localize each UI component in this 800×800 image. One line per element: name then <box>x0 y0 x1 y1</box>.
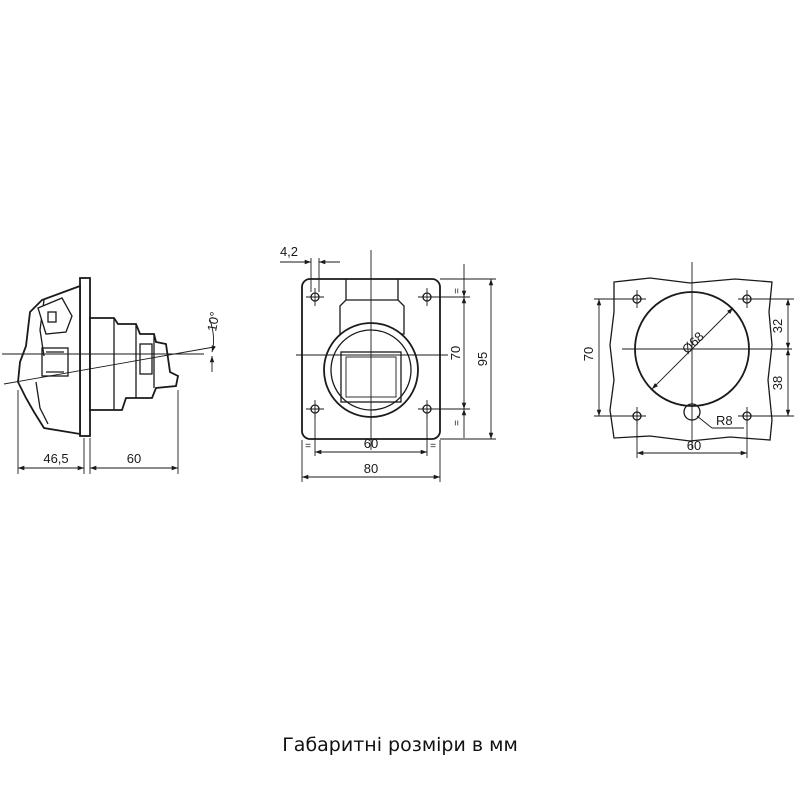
side-dim-front-depth: 46,5 <box>43 451 68 466</box>
side-dim-rear-depth: 60 <box>127 451 141 466</box>
front-dim-hole: 4,2 <box>280 244 298 259</box>
side-rear-body <box>89 317 180 411</box>
front-equal-mark-rt: = <box>452 288 463 294</box>
cutout-notch <box>683 403 701 421</box>
front-dim-width: 80 <box>364 461 378 476</box>
front-dim-hole-spacing-h: 60 <box>364 436 378 451</box>
front-equal-mark-bl: = <box>305 441 311 452</box>
caption: Габаритні розміри в мм <box>282 734 518 756</box>
front-dim-hole-spacing-v: 70 <box>448 346 463 360</box>
side-mounting-plate <box>79 277 91 437</box>
cutout-dim-radius: R8 <box>716 413 733 428</box>
front-dim-height: 95 <box>475 352 490 366</box>
cutout-view: R8 Ø68 70 32 38 60 <box>581 262 794 458</box>
cutout-dim-hole-spacing-h: 60 <box>687 438 701 453</box>
side-hinge-latch <box>37 297 73 335</box>
cutout-dim-hole-spacing-v: 70 <box>581 347 596 361</box>
cutout-dim-lower: 38 <box>770 376 785 390</box>
side-view: 10° 46,5 60 <box>2 277 222 474</box>
front-view: 4,2 60 80 = = 70 95 = = <box>280 244 496 482</box>
front-equal-mark-br: = <box>430 441 436 452</box>
side-angle-label: 10° <box>204 311 222 333</box>
cutout-dim-upper: 32 <box>770 319 785 333</box>
front-equal-mark-rb: = <box>452 420 463 426</box>
